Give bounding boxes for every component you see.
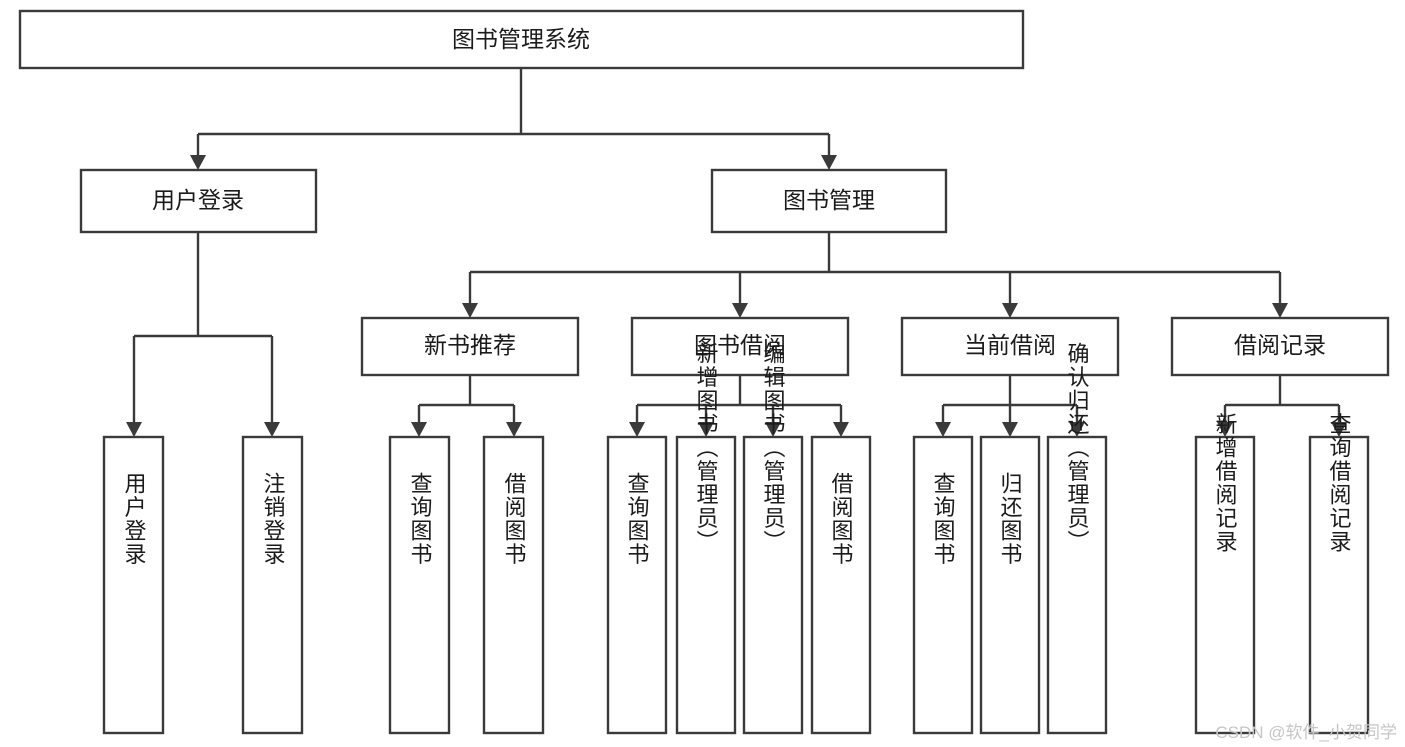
node-leaf-8[interactable]: 借阅图书 <box>810 435 872 735</box>
node-leaf-10-box[interactable] <box>979 435 1041 735</box>
edges-layer <box>126 68 1347 437</box>
node-leaf-4[interactable]: 借阅图书 <box>482 435 545 735</box>
node-leaf-1-label: 用户登录 <box>122 472 147 566</box>
arrow-newbook-leaf3 <box>411 422 427 437</box>
node-leaf-3-label: 查询图书 <box>408 472 433 566</box>
node-leaf-7[interactable]: 编辑图书（管理员） <box>742 342 804 735</box>
csdn-watermark: CSDN @软件_小贺同学 <box>1215 723 1397 742</box>
node-leaf-4-label: 借阅图书 <box>502 472 527 566</box>
node-leaf-11[interactable]: 确认归还（管理员） <box>1046 342 1108 735</box>
arrow-current-leaf10 <box>1002 422 1018 437</box>
node-leaf-12-box[interactable] <box>1194 435 1256 735</box>
node-record-label: 借阅记录 <box>1234 332 1326 358</box>
arrow-to-record <box>1272 303 1288 318</box>
node-leaf-3-box[interactable] <box>388 435 451 735</box>
node-bookmgmt-label: 图书管理 <box>783 187 875 213</box>
node-bookmgmt-box[interactable] <box>710 168 948 234</box>
node-borrow-label: 图书借阅 <box>694 332 786 358</box>
node-leaf-8-box[interactable] <box>810 435 872 735</box>
node-leaf-2-box[interactable] <box>241 435 304 735</box>
arrow-borrow-leaf5 <box>629 422 645 437</box>
node-current[interactable]: 当前借阅 <box>900 316 1120 377</box>
arrow-current-leaf11 <box>1069 422 1085 437</box>
node-leaf-9[interactable]: 查询图书 <box>912 435 974 735</box>
node-record-box[interactable] <box>1170 316 1390 377</box>
node-leaf-11-box[interactable] <box>1046 435 1108 735</box>
node-leaf-9-label: 查询图书 <box>931 472 956 566</box>
node-leaf-2-label: 注销登录 <box>261 472 286 566</box>
node-leaf-5-label: 查询图书 <box>625 472 650 566</box>
node-leaf-6-box[interactable] <box>675 435 737 735</box>
node-leaf-1[interactable]: 用户登录 <box>102 435 165 735</box>
arrow-to-login <box>190 155 206 170</box>
node-leaf-8-label: 借阅图书 <box>829 472 854 566</box>
arrow-login-leaf1 <box>126 422 142 437</box>
node-borrow-box[interactable] <box>630 316 850 377</box>
arrow-to-bookmgmt <box>821 155 837 170</box>
node-leaf-11-label: 确认归还（管理员） <box>1065 342 1090 554</box>
arrow-record-leaf12 <box>1217 422 1233 437</box>
node-leaf-9-box[interactable] <box>912 435 974 735</box>
node-leaf-12[interactable]: 新增借阅记录 <box>1194 413 1256 735</box>
node-leaf-7-box[interactable] <box>742 435 804 735</box>
nodes-layer: 图书管理系统 用户登录 图书管理 新书推荐 图书借阅 当前 <box>18 9 1390 735</box>
arrow-record-leaf13 <box>1331 422 1347 437</box>
node-leaf-10[interactable]: 归还图书 <box>979 435 1041 735</box>
node-leaf-13-label: 查询借阅记录 <box>1327 413 1352 554</box>
node-newbook-label: 新书推荐 <box>424 332 516 358</box>
node-root-label: 图书管理系统 <box>452 26 590 52</box>
arrow-login-leaf2 <box>264 422 280 437</box>
node-leaf-5[interactable]: 查询图书 <box>606 435 668 735</box>
node-current-label: 当前借阅 <box>964 332 1056 358</box>
arrow-to-newbook <box>462 303 478 318</box>
node-leaf-6[interactable]: 新增图书（管理员） <box>675 342 737 735</box>
arrow-newbook-leaf4 <box>506 422 522 437</box>
node-leaf-3[interactable]: 查询图书 <box>388 435 451 735</box>
node-leaf-2[interactable]: 注销登录 <box>241 435 304 735</box>
node-newbook[interactable]: 新书推荐 <box>360 316 580 377</box>
node-newbook-box[interactable] <box>360 316 580 377</box>
node-login[interactable]: 用户登录 <box>79 168 318 234</box>
node-record[interactable]: 借阅记录 <box>1170 316 1390 377</box>
node-bookmgmt[interactable]: 图书管理 <box>710 168 948 234</box>
node-current-box[interactable] <box>900 316 1120 377</box>
node-leaf-10-label: 归还图书 <box>998 472 1023 566</box>
node-root[interactable]: 图书管理系统 <box>18 9 1025 70</box>
arrow-borrow-leaf7 <box>765 422 781 437</box>
node-leaf-13[interactable]: 查询借阅记录 <box>1308 413 1370 735</box>
arrow-borrow-leaf8 <box>833 422 849 437</box>
arrow-to-borrow <box>732 303 748 318</box>
arrow-to-current <box>1002 303 1018 318</box>
node-leaf-1-box[interactable] <box>102 435 165 735</box>
node-leaf-6-label: 新增图书（管理员） <box>694 342 719 554</box>
node-borrow[interactable]: 图书借阅 <box>630 316 850 377</box>
node-leaf-13-box[interactable] <box>1308 435 1370 735</box>
node-login-label: 用户登录 <box>152 187 244 213</box>
node-login-box[interactable] <box>79 168 318 234</box>
arrow-current-leaf9 <box>935 422 951 437</box>
node-leaf-4-box[interactable] <box>482 435 545 735</box>
node-leaf-12-label: 新增借阅记录 <box>1213 413 1238 554</box>
arrow-borrow-leaf6 <box>698 422 714 437</box>
node-root-box[interactable] <box>18 9 1025 70</box>
node-leaf-5-box[interactable] <box>606 435 668 735</box>
node-leaf-7-label: 编辑图书（管理员） <box>761 342 786 554</box>
